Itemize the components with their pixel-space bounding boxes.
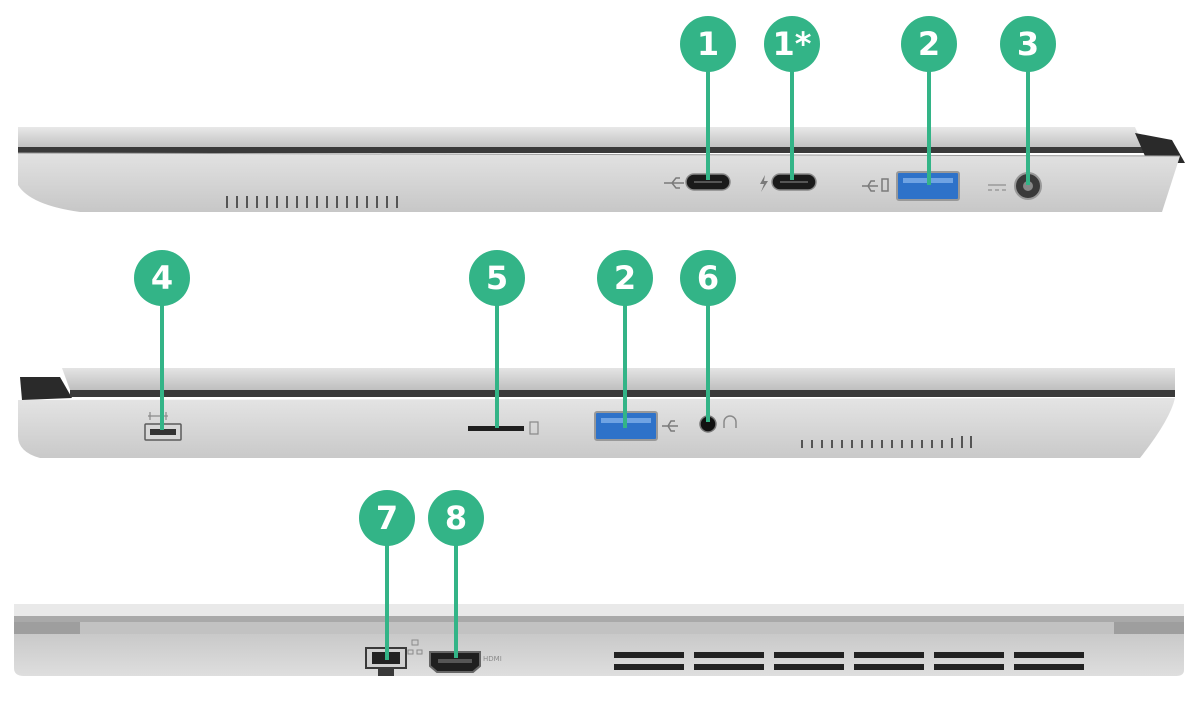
callout-badge-3: 3 xyxy=(1000,16,1056,72)
callout-line xyxy=(927,60,931,185)
callout-badge-4: 4 xyxy=(134,250,190,306)
laptop-right-side-view xyxy=(17,127,1185,212)
vent-grille xyxy=(801,436,972,448)
callout-badge-2: 2 xyxy=(597,250,653,306)
kensington-lock-icon xyxy=(148,412,168,420)
callout-badge-5: 5 xyxy=(469,250,525,306)
callout-badge-8: 8 xyxy=(428,490,484,546)
callout-badge-1-star: 1* xyxy=(764,16,820,72)
callout-line xyxy=(495,300,499,428)
callout-badge-1: 1 xyxy=(680,16,736,72)
laptop-left-side-view xyxy=(18,368,1175,458)
sd-card-icon xyxy=(529,421,539,435)
callout-badge-6: 6 xyxy=(680,250,736,306)
callout-line xyxy=(706,60,710,180)
laptop-back-view xyxy=(14,604,1184,676)
usb-power-icon xyxy=(862,178,889,192)
headset-icon xyxy=(723,415,737,428)
callout-line xyxy=(385,540,389,660)
speaker-grille xyxy=(226,196,398,208)
usb-icon xyxy=(662,420,678,432)
callout-line xyxy=(623,300,627,428)
ethernet-icon xyxy=(407,639,423,655)
usb-icon xyxy=(664,177,684,189)
callout-line xyxy=(454,540,458,658)
dc-in-icon xyxy=(988,184,1006,191)
hdmi-label: HDMI xyxy=(483,655,502,663)
thunderbolt-icon xyxy=(760,175,768,192)
callout-line xyxy=(160,300,164,430)
microsd-slot xyxy=(468,426,524,431)
callout-badge-7: 7 xyxy=(359,490,415,546)
callout-badge-2: 2 xyxy=(901,16,957,72)
callout-line xyxy=(1026,60,1030,185)
callout-line xyxy=(790,60,794,180)
callout-line xyxy=(706,300,710,422)
rear-vents xyxy=(614,652,1084,670)
